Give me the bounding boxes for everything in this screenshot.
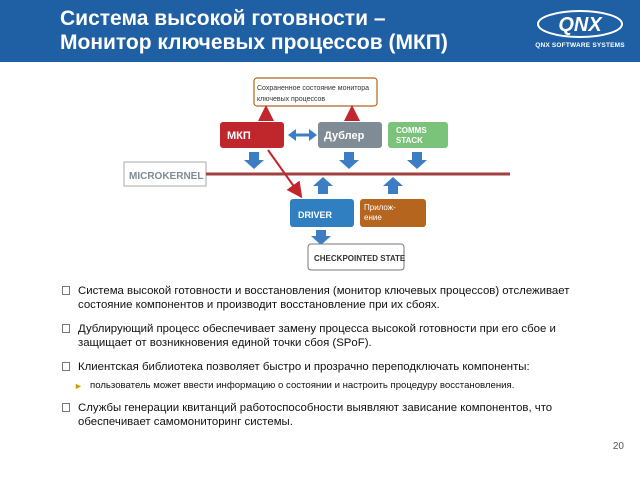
dubler-label: Дублер [324, 130, 365, 142]
title-line-2: Монитор ключевых процессов (МКП) [60, 31, 448, 54]
qnx-logo-subtext: QNX SOFTWARE SYSTEMS [535, 42, 625, 49]
comms-stack-box [388, 122, 448, 148]
application-label-1: Прилож- [364, 203, 396, 212]
checkpointed-state-box [307, 243, 405, 271]
driver-label: DRIVER [298, 210, 333, 220]
application-label-2: ение [364, 213, 382, 222]
title-line-1: Система высокой готовности – [60, 7, 386, 30]
saved-state-label-2: ключевых процессов [257, 96, 325, 103]
driver-box [290, 199, 354, 227]
saved-state-box [253, 77, 378, 107]
application-box [360, 199, 426, 227]
bullet-box-icon [62, 403, 70, 412]
bullet-text: Клиентская библиотека позволяет быстро и… [78, 361, 530, 373]
bullet-item: Службы генерации квитанций работоспособн… [62, 401, 592, 429]
architecture-diagram: Сохраненное состояние монитора ключевых … [123, 77, 510, 271]
driver-to-checkpoint-arrow [311, 230, 331, 245]
bullet-text: Дублирующий процесс обеспечивает замену … [78, 323, 556, 349]
mkp-to-driver-arrow [267, 149, 303, 199]
bullet-item: Клиентская библиотека позволяет быстро и… [62, 360, 592, 374]
triangle-bullet-icon: ► [74, 381, 83, 391]
bullet-box-icon [62, 324, 70, 333]
sub-bullet-text: пользователь может ввести информацию о с… [90, 380, 515, 391]
qnx-logo-text: QNX [558, 14, 603, 36]
bullet-item: Дублирующий процесс обеспечивает замену … [62, 322, 592, 350]
bullet-text: Службы генерации квитанций работоспособн… [78, 402, 553, 428]
comms-label-2: STACK [396, 136, 423, 145]
saved-state-label-1: Сохраненное состояние монитора [257, 85, 369, 92]
slide-title: Система высокой готовности – Монитор клю… [60, 7, 500, 55]
bullet-box-icon [62, 362, 70, 371]
checkpointed-state-label: CHECKPOINTED STATE [314, 254, 406, 263]
comms-label-1: COMMS [396, 126, 427, 135]
bullet-text: Система высокой готовности и восстановле… [78, 285, 570, 311]
bullet-item: Система высокой готовности и восстановле… [62, 284, 592, 312]
mkp-dubler-double-arrow [288, 129, 317, 141]
down-arrows-top [244, 152, 427, 169]
microkernel-label: MICROKERNEL [129, 171, 203, 182]
mkp-label: МКП [227, 130, 251, 142]
page-number: 20 [612, 441, 624, 452]
sub-bullet-item: ► пользователь может ввести информацию о… [74, 380, 592, 392]
microkernel-box [123, 161, 207, 187]
bullet-list: Система высокой готовности и восстановле… [62, 284, 592, 439]
mkp-box [220, 122, 284, 148]
slide-header: Система высокой готовности – Монитор клю… [0, 0, 640, 62]
dubler-box [318, 122, 382, 148]
up-arrows-bottom [313, 177, 403, 194]
qnx-logo: QNX [537, 10, 623, 38]
bullet-box-icon [62, 286, 70, 295]
